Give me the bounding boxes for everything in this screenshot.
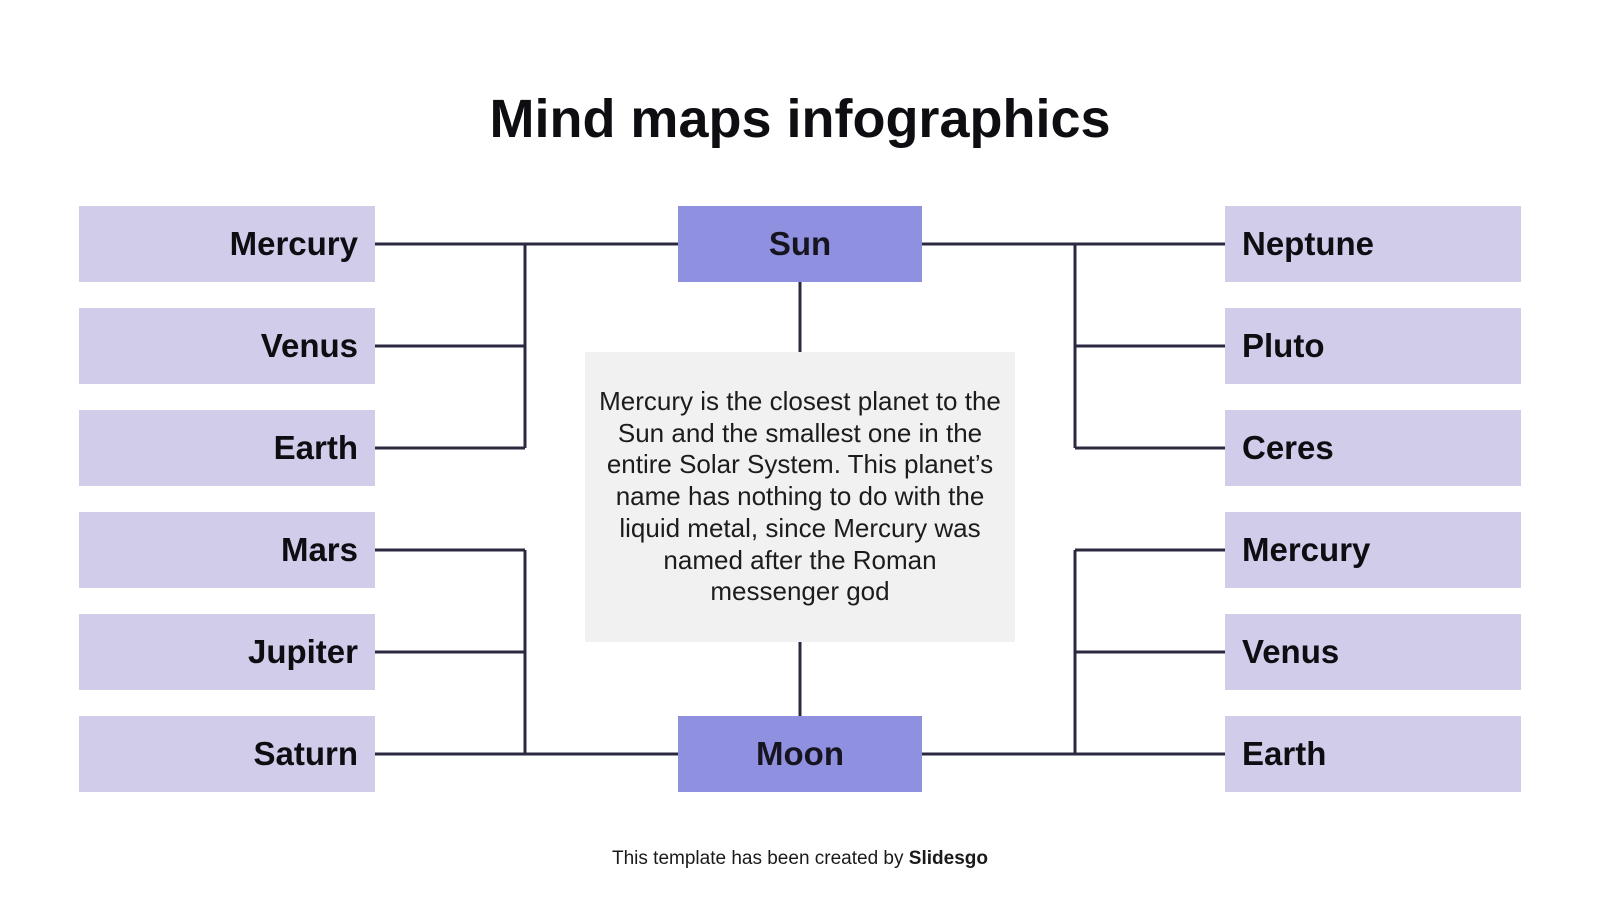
node-left-earth: Earth [79,410,375,486]
node-moon: Moon [678,716,922,792]
node-label: Jupiter [247,633,358,670]
node-label: Mars [280,531,358,568]
node-left-jupiter: Jupiter [79,614,375,690]
node-right-ceres: Ceres [1225,410,1521,486]
footer-brand: Slidesgo [908,848,988,869]
node-sun: Sun [678,206,922,282]
node-right-neptune: Neptune [1225,206,1521,282]
node-right-pluto: Pluto [1225,308,1521,384]
description-box: Mercury is the closest planet to the Sun… [585,352,1015,642]
node-label: Mercury [1242,531,1371,568]
node-label: Venus [1242,633,1340,670]
connector-right-bottom-group [922,548,1225,756]
footer-credit: This template has been created by Slides… [0,848,1600,870]
node-label: Earth [273,429,358,466]
node-right-venus: Venus [1225,614,1521,690]
connector-right-top-group [922,242,1225,450]
page-title: Mind maps infographics [489,89,1111,149]
node-left-saturn: Saturn [79,716,375,792]
footer-text: This template has been created by [612,848,909,869]
node-label: Mercury [229,225,358,262]
node-label: Saturn [253,735,358,772]
node-label: Ceres [1242,429,1334,466]
connector-left-top-group [375,242,678,450]
node-right-earth: Earth [1225,716,1521,792]
node-label: Moon [756,735,844,772]
node-label: Pluto [1242,327,1325,364]
node-label: Sun [768,225,832,262]
node-label: Earth [1242,735,1327,772]
description-text: Mercury is the closest planet to the Sun… [599,385,1001,607]
node-left-mars: Mars [79,512,375,588]
node-right-mercury: Mercury [1225,512,1521,588]
node-label: Neptune [1242,225,1374,262]
connector-left-bottom-group [375,548,678,756]
node-label: Venus [260,327,358,364]
node-left-mercury: Mercury [79,206,375,282]
node-left-venus: Venus [79,308,375,384]
